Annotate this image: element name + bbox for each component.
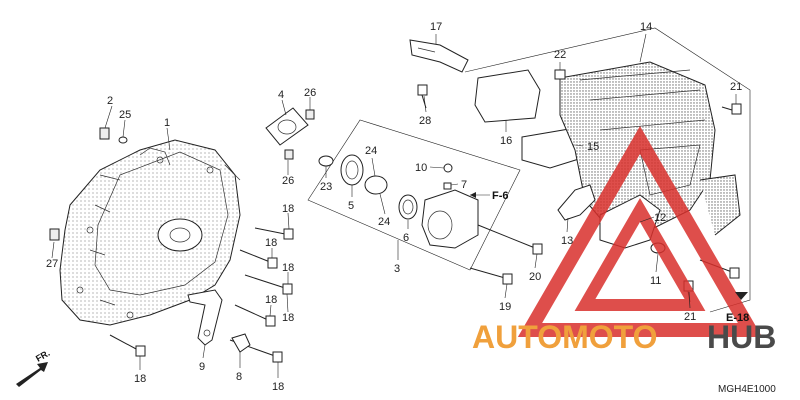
leader-lines [51,33,737,378]
part-number: 14 [640,21,652,33]
grommet-22 [554,69,566,80]
part-number: 26 [282,175,294,187]
part-number: 5 [348,200,354,212]
part-number: 13 [561,235,573,247]
part-number: 16 [500,135,512,147]
crankcase-cover [59,139,241,326]
bolt-21-top [721,103,742,115]
water-pump-seals [318,154,418,220]
part-number: 2 [107,95,113,107]
part-number: 6 [403,232,409,244]
part-number: 12 [654,212,666,224]
drawing-code: MGH4E1000 [718,384,776,395]
part-number: 24 [378,216,390,228]
part-number: 21 [730,81,742,93]
part-number: 11 [650,275,661,287]
direction-label: FR. [34,348,52,364]
part-number: 26 [304,87,316,99]
watermark-triangle [517,126,763,337]
part-number: 18 [134,373,146,385]
reference-label: F-6 [492,190,509,202]
watermark-logo: AUTOMOTO HUB [472,319,776,355]
part-number: 22 [554,49,566,61]
part-number: 18 [272,381,284,393]
reference-label: E-18 [726,312,749,324]
pad-16 [474,69,541,123]
dowel-pin-2 [99,127,110,140]
bracket-9 [187,289,223,346]
reference-e18: E-18 [726,292,749,324]
part-number: 8 [236,371,242,383]
part-number: 18 [265,237,277,249]
part-number: 20 [529,271,541,283]
bracket-13 [557,184,596,221]
part-number: 24 [365,145,377,157]
part-number: 9 [199,361,205,373]
part-number: 19 [499,301,511,313]
part-number: 4 [278,89,284,101]
part-number: 18 [282,262,294,274]
part-number: 3 [394,263,400,275]
part-number: 15 [587,141,599,153]
part-number: 18 [282,203,294,215]
water-pump-cover-6 [421,163,479,249]
part-number: 18 [265,294,277,306]
part-number: 28 [419,115,431,127]
front-direction-arrow: FR. [16,348,52,387]
bolt-28 [417,84,428,109]
dowel-pin-27 [49,228,60,241]
part-number: 25 [119,109,131,121]
part-number: 23 [320,181,332,193]
bolts-20-19 [469,224,543,285]
o-ring-25 [118,136,128,144]
gasket-4 [265,107,309,146]
water-pump-group-outline [307,119,521,271]
part-number: 1 [164,117,170,129]
watermark-brand-part1: AUTOMOTO [472,319,657,355]
stay-17 [409,39,469,73]
part-numbers: 2 25 1 4 26 26 27 18 18 18 18 18 18 18 9… [46,21,742,393]
part-number: 27 [46,258,58,270]
part-number: 21 [684,311,696,323]
part-number: 17 [430,21,442,33]
part-number: 7 [461,179,467,191]
part-number: 10 [415,162,427,174]
watermark-brand-part2: HUB [707,319,776,355]
part-number: 18 [282,312,294,324]
bracket-8 [231,333,251,353]
reference-f6: F-6 [470,190,509,202]
